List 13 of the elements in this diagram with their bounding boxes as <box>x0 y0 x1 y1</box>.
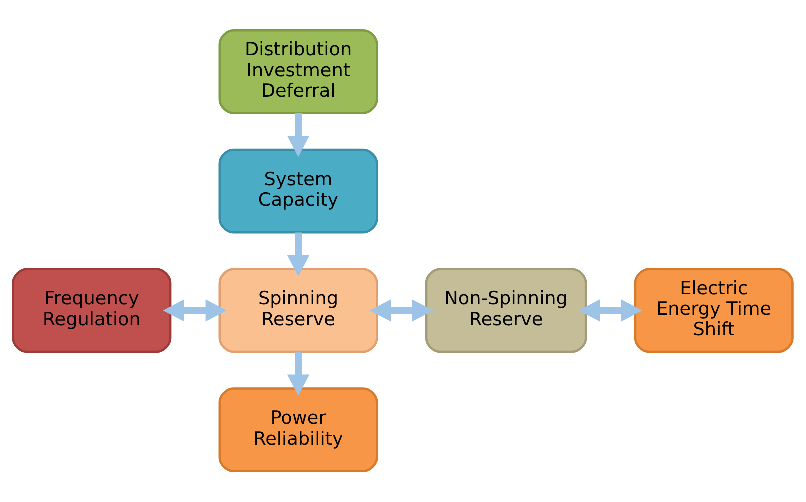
arrow <box>287 352 310 396</box>
arrow <box>370 300 434 322</box>
arrow <box>287 113 310 158</box>
node-box: Electric Energy Time Shift <box>634 268 794 354</box>
arrow <box>163 300 227 322</box>
node-box: Non-Spinning Reserve <box>425 268 588 354</box>
node-box: System Capacity <box>218 148 378 234</box>
node-box: Frequency Regulation <box>12 268 172 354</box>
node-box: Spinning Reserve <box>218 268 378 354</box>
arrow <box>578 300 643 322</box>
node-box: Power Reliability <box>218 388 378 473</box>
node-box: Distribution Investment Deferral <box>218 29 378 114</box>
arrow <box>287 232 310 277</box>
